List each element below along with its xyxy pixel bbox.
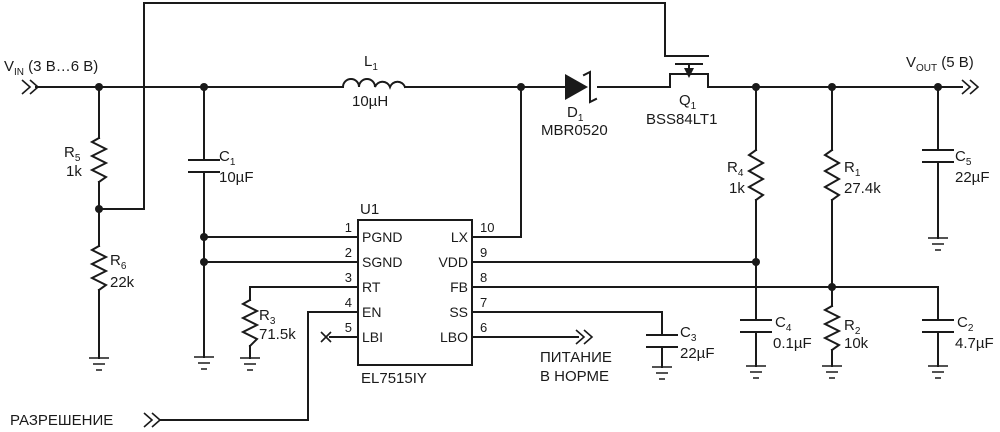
resistor-r2	[822, 304, 842, 352]
pin-number-8: 8	[480, 270, 487, 285]
c5-ref: C5	[955, 148, 972, 168]
pin-number-4: 4	[345, 295, 352, 310]
inductor-l1	[341, 78, 407, 90]
resistor-r5	[89, 136, 109, 184]
q1-ref: Q1	[679, 92, 697, 112]
pin-number-10: 10	[480, 220, 494, 235]
ground-icon	[652, 366, 672, 380]
r5-ref: R5	[64, 144, 81, 164]
pin-number-3: 3	[345, 270, 352, 285]
pin-name-lbo: LBO	[440, 329, 468, 345]
junction-dot	[200, 83, 208, 91]
c2-ref: C2	[957, 314, 974, 334]
c4-ref: C4	[775, 314, 792, 334]
c4-value: 0.1µF	[773, 335, 812, 352]
ic-u1: U1 EL7515IY PGND SGND RT EN LBI LX VDD F…	[345, 201, 495, 387]
r4-value: 1k	[729, 180, 745, 197]
ground-icon	[89, 357, 109, 371]
pin-name-ss: SS	[449, 304, 468, 320]
junction-dot	[828, 83, 836, 91]
pin-number-1: 1	[345, 220, 352, 235]
power-good-label-line2: В НОРМЕ	[540, 368, 609, 385]
ground-icon	[240, 357, 260, 371]
c1-ref: C1	[219, 148, 236, 168]
pin-name-lbi: LBI	[362, 329, 383, 345]
schottky-diode-d1	[565, 70, 598, 104]
ic-ref-label: U1	[360, 201, 379, 218]
c5-value: 22µF	[955, 169, 990, 186]
vin-label: VIN (3 В…6 В)	[4, 58, 98, 78]
r4-ref: R4	[727, 159, 744, 179]
r6-value: 22k	[110, 274, 135, 291]
junction-dot	[95, 205, 103, 213]
r1-ref: R1	[844, 159, 861, 179]
ground-icon	[822, 365, 842, 379]
junctions	[95, 83, 942, 291]
ground-icon	[194, 356, 214, 370]
l1-value: 10µH	[352, 93, 388, 110]
capacitor-c1	[188, 159, 220, 173]
wires	[35, 2, 963, 421]
d1-ref: D1	[567, 104, 584, 124]
pin-name-rt: RT	[362, 279, 381, 295]
resistor-r4	[746, 148, 766, 202]
resistor-r3	[240, 298, 260, 348]
pin-number-5: 5	[345, 320, 352, 335]
junction-dot	[517, 83, 525, 91]
resistor-r1	[822, 148, 842, 202]
vin-terminal-icon	[21, 79, 40, 95]
capacitor-c4	[740, 319, 772, 333]
resistor-r6	[89, 244, 109, 292]
mosfet-q1	[664, 55, 709, 88]
pin-number-2: 2	[345, 245, 352, 260]
r3-ref: R3	[259, 307, 276, 327]
pin-number-9: 9	[480, 245, 487, 260]
q1-value: BSS84LT1	[646, 111, 717, 128]
junction-dot	[828, 283, 836, 291]
c3-ref: C3	[680, 324, 697, 344]
c2-value: 4.7µF	[955, 335, 994, 352]
r3-value: 71.5k	[259, 326, 296, 343]
pin-name-sgnd: SGND	[362, 254, 402, 270]
d1-value: MBR0520	[541, 122, 608, 139]
capacitor-c2	[922, 319, 954, 333]
pin-name-fb: FB	[450, 279, 468, 295]
ic-part-label: EL7515IY	[361, 370, 427, 387]
power-good-label-line1: ПИТАНИЕ	[540, 349, 612, 366]
vout-terminal-icon	[961, 79, 980, 95]
r2-value: 10k	[844, 335, 869, 352]
r1-value: 27.4k	[844, 180, 881, 197]
r6-ref: R6	[110, 252, 127, 272]
ground-icon	[928, 365, 948, 379]
lbo-output-arrow-icon	[575, 329, 594, 345]
l1-ref: L1	[364, 53, 378, 73]
r5-value: 1k	[66, 163, 82, 180]
ground-icon	[928, 237, 948, 251]
vout-label: VOUT (5 В)	[906, 54, 974, 74]
junction-dot	[934, 83, 942, 91]
r2-ref: R2	[844, 317, 861, 337]
junction-dot	[752, 258, 760, 266]
junction-dot	[200, 233, 208, 241]
c1-value: 10µF	[219, 169, 254, 186]
pin-name-pgnd: PGND	[362, 229, 402, 245]
pin-name-en: EN	[362, 304, 381, 320]
enable-label: РАЗРЕШЕНИЕ	[10, 412, 113, 429]
capacitor-c5	[922, 149, 954, 163]
pin-name-lx: LX	[451, 229, 469, 245]
pin-number-7: 7	[480, 295, 487, 310]
junction-dot	[95, 83, 103, 91]
no-connect-icon	[320, 331, 332, 343]
enable-terminal-icon	[143, 412, 162, 428]
pin-number-6: 6	[480, 320, 487, 335]
pin-name-vdd: VDD	[438, 254, 468, 270]
c3-value: 22µF	[680, 345, 715, 362]
junction-dot	[200, 258, 208, 266]
capacitor-c3	[646, 334, 678, 348]
junction-dot	[752, 83, 760, 91]
ground-icon	[746, 365, 766, 379]
